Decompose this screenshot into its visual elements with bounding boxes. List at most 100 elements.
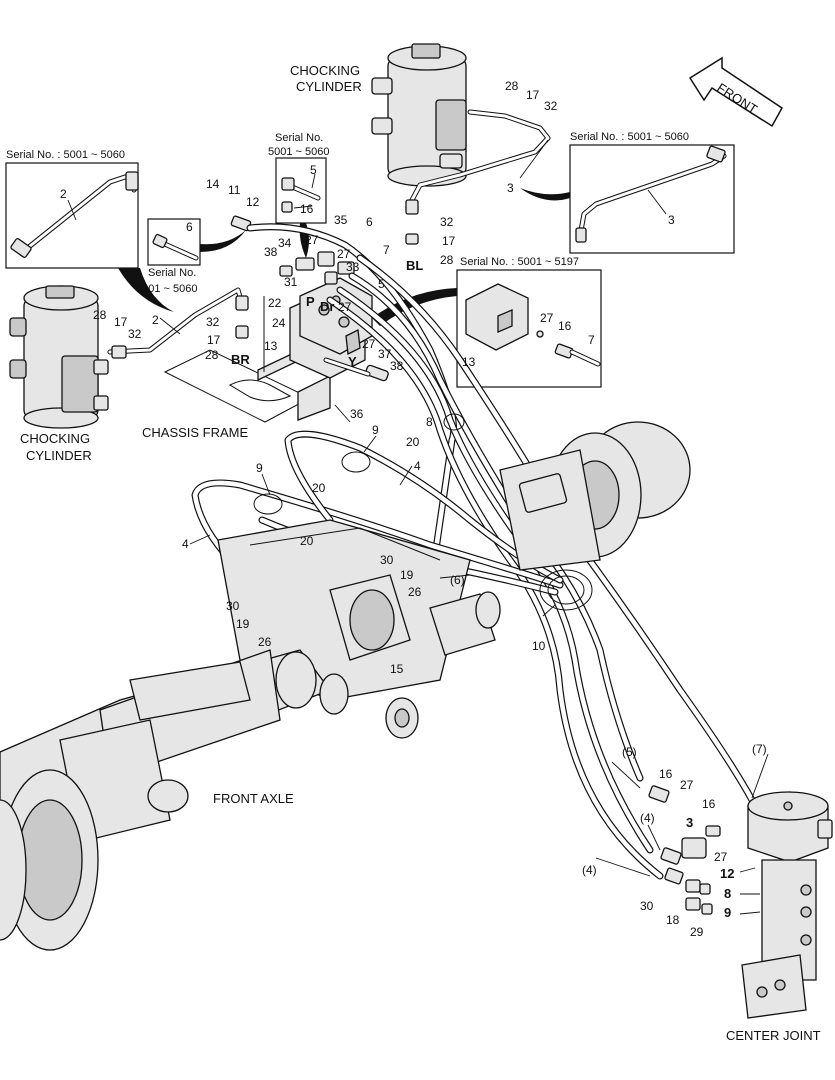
port-dr: Dr bbox=[320, 299, 334, 314]
chocking-cylinder-top-caption-2: CYLINDER bbox=[296, 79, 362, 94]
callout-9: 9 bbox=[256, 461, 263, 475]
chocking-cylinder-left-caption-1: CHOCKING bbox=[20, 431, 90, 446]
front-axle-caption: FRONT AXLE bbox=[213, 791, 294, 806]
callout-32: 32 bbox=[128, 327, 142, 341]
callout-17: 17 bbox=[207, 333, 221, 347]
chocking-cylinder-top bbox=[371, 43, 467, 187]
port-bl: BL bbox=[406, 258, 423, 273]
callout-5: (5) bbox=[622, 745, 637, 759]
callout-15: 15 bbox=[390, 662, 404, 676]
pipe-2-left bbox=[107, 287, 249, 359]
axle-housing-rear bbox=[499, 421, 691, 571]
callout-7: 7 bbox=[588, 333, 595, 347]
callout-28: 28 bbox=[205, 348, 219, 362]
callout-7: (7) bbox=[752, 742, 767, 756]
callout-17: 17 bbox=[114, 315, 128, 329]
chocking-cylinder-top-caption-1: CHOCKING bbox=[290, 63, 360, 78]
callout-3: 3 bbox=[686, 815, 693, 830]
inset-pipe-3 bbox=[520, 144, 735, 254]
callout-5: 5 bbox=[378, 277, 385, 291]
callout-3: 3 bbox=[507, 181, 514, 195]
callout-13: 13 bbox=[462, 355, 476, 369]
serial-note-left: Serial No. : 5001 ~ 5060 bbox=[6, 149, 125, 161]
callout-6: 6 bbox=[186, 220, 193, 234]
callout-26: 26 bbox=[258, 635, 272, 649]
callout-33: 33 bbox=[346, 260, 360, 274]
callout-27: 27 bbox=[714, 850, 728, 864]
callout-18: 18 bbox=[666, 913, 680, 927]
callout-27: 27 bbox=[540, 311, 554, 325]
callout-16: 16 bbox=[702, 797, 716, 811]
center-joint-caption: CENTER JOINT bbox=[726, 1028, 821, 1043]
center-joint bbox=[741, 791, 833, 1019]
port-labels: P Dr Y BR BL bbox=[231, 258, 423, 369]
callout-27: 27 bbox=[338, 300, 352, 314]
callout-38: 38 bbox=[264, 245, 278, 259]
callout-8: 8 bbox=[426, 415, 433, 429]
serial-note-small-1: Serial No. bbox=[148, 267, 196, 279]
callout-32: 32 bbox=[544, 99, 558, 113]
front-axle bbox=[0, 649, 349, 951]
callout-27: 27 bbox=[337, 247, 351, 261]
callout-12: 12 bbox=[246, 195, 260, 209]
callout-4: (4) bbox=[582, 863, 597, 877]
chocking-cylinder-left-caption-2: CYLINDER bbox=[26, 448, 92, 463]
callout-9: 9 bbox=[372, 423, 379, 437]
callout-19: 19 bbox=[400, 568, 414, 582]
callout-22: 22 bbox=[268, 296, 282, 310]
callout-28: 28 bbox=[440, 253, 454, 267]
callout-27: 27 bbox=[305, 233, 319, 247]
valve-fittings bbox=[230, 215, 389, 382]
callout-10: 10 bbox=[532, 639, 546, 653]
center-joint-fittings bbox=[648, 785, 721, 915]
callout-26: 26 bbox=[408, 585, 422, 599]
callout-6: 6 bbox=[366, 215, 373, 229]
pipe-3-top bbox=[405, 109, 551, 245]
callout-17: 17 bbox=[442, 234, 456, 248]
callout-14: 14 bbox=[206, 177, 220, 191]
callout-32: 32 bbox=[206, 315, 220, 329]
callout-19: 19 bbox=[236, 617, 250, 631]
callout-3: 3 bbox=[668, 213, 675, 227]
callout-28: 28 bbox=[505, 79, 519, 93]
callout-2: 2 bbox=[60, 187, 67, 201]
port-y: Y bbox=[348, 354, 357, 369]
port-p: P bbox=[306, 294, 315, 309]
callout-4: 4 bbox=[414, 459, 421, 473]
serial-note-top-1: Serial No. bbox=[275, 132, 323, 144]
callout-9: 9 bbox=[724, 905, 731, 920]
callout-35: 35 bbox=[334, 213, 348, 227]
callout-4: (4) bbox=[640, 811, 655, 825]
callout-11: 11 bbox=[228, 183, 241, 197]
callout-20: 20 bbox=[300, 534, 314, 548]
callout-29: 29 bbox=[690, 925, 704, 939]
callout-4: 4 bbox=[182, 537, 189, 551]
callout-28: 28 bbox=[93, 308, 107, 322]
leader-lines bbox=[67, 139, 769, 915]
hose-clamps bbox=[253, 413, 593, 611]
callout-34: 34 bbox=[278, 236, 292, 250]
callout-5: 5 bbox=[310, 163, 317, 177]
callout-20: 20 bbox=[406, 435, 420, 449]
callout-31: 31 bbox=[284, 275, 298, 289]
callout-38: 38 bbox=[390, 359, 404, 373]
chocking-cylinder-left bbox=[9, 285, 109, 429]
callout-30: 30 bbox=[640, 899, 654, 913]
callout-12: 12 bbox=[720, 866, 734, 881]
inset-pipe-2 bbox=[5, 162, 174, 312]
callout-36: 36 bbox=[350, 407, 364, 421]
callout-numbers: 2 2 3 3 3 4 4 (4) (4) 5 5 (5) 6 6 (6) 7 … bbox=[60, 79, 767, 939]
callout-13: 13 bbox=[264, 339, 278, 353]
callout-16: 16 bbox=[659, 767, 673, 781]
callout-7: 7 bbox=[383, 243, 390, 257]
callout-37: 37 bbox=[378, 347, 392, 361]
callout-27: 27 bbox=[362, 337, 376, 351]
callout-24: 24 bbox=[272, 316, 286, 330]
callout-16: 16 bbox=[300, 202, 314, 216]
serial-note-small-2: 5001 ~ 5060 bbox=[136, 283, 197, 295]
callout-32: 32 bbox=[440, 215, 454, 229]
callout-30: 30 bbox=[226, 599, 240, 613]
port-br: BR bbox=[231, 352, 250, 367]
inset-block-13 bbox=[372, 269, 602, 388]
